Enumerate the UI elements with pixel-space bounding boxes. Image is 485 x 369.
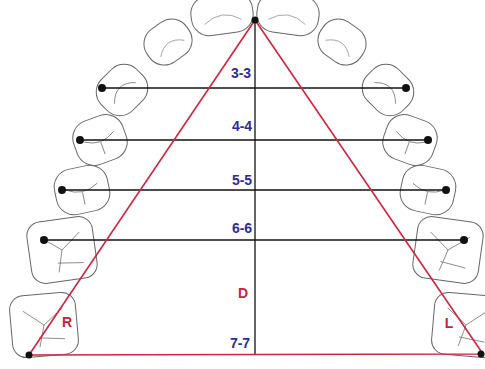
cusp-dot bbox=[424, 136, 432, 144]
row-label: 4-4 bbox=[230, 118, 254, 134]
row-label: 6-6 bbox=[230, 220, 254, 236]
arch-triangle bbox=[26, 17, 485, 359]
width-line bbox=[102, 87, 406, 88]
cusp-dot bbox=[98, 84, 106, 92]
cusp-dot bbox=[76, 136, 84, 144]
tooth-outline bbox=[411, 215, 485, 286]
side-label: R bbox=[60, 314, 74, 330]
tooth-outline bbox=[355, 57, 421, 123]
tooth-outline bbox=[255, 0, 322, 38]
side-label: L bbox=[443, 315, 456, 331]
cusp-dot bbox=[58, 186, 66, 194]
tooth-outline bbox=[189, 0, 256, 38]
teeth bbox=[8, 0, 485, 359]
cusp-dot bbox=[40, 236, 48, 244]
width-line bbox=[62, 189, 446, 190]
tooth-outline bbox=[8, 291, 79, 359]
cusp-dot bbox=[402, 84, 410, 92]
cusp-dot bbox=[442, 186, 450, 194]
width-line bbox=[80, 139, 428, 140]
row-label: 7-7 bbox=[228, 335, 252, 351]
triangle-line bbox=[29, 20, 483, 355]
vertex-dot bbox=[478, 351, 485, 358]
tooth-outline bbox=[25, 215, 99, 286]
row-label: 5-5 bbox=[230, 172, 254, 188]
tooth-outline bbox=[430, 291, 485, 359]
row-label: 3-3 bbox=[229, 65, 253, 81]
cusp-dot bbox=[460, 236, 468, 244]
tooth-outline bbox=[311, 12, 373, 72]
midline bbox=[254, 20, 255, 354]
vertex-dot bbox=[252, 17, 259, 24]
measurements bbox=[40, 20, 468, 354]
tooth-outline bbox=[89, 57, 155, 123]
vertex-dot bbox=[26, 352, 33, 359]
depth-label: D bbox=[236, 285, 250, 301]
tooth-outline bbox=[137, 12, 199, 72]
